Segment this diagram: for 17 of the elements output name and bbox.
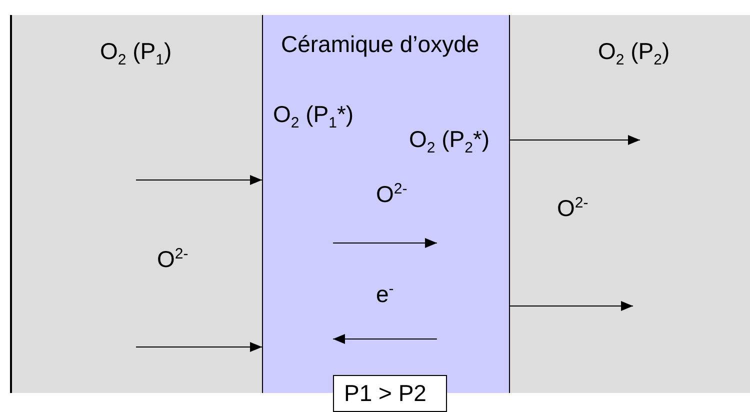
species-label: O$_{2}$ (P$_{1}$*) <box>273 100 354 128</box>
species-label: O$_{2}$ (P$_{2}$) <box>598 37 670 65</box>
flux-arrow <box>510 135 640 145</box>
gas-region <box>510 15 750 393</box>
species-label: O$_{2}$ (P$_{2}$*) <box>409 125 490 153</box>
species-label: O$^{2-}$ <box>376 180 408 208</box>
flux-arrow <box>510 301 634 311</box>
species-label: O$^{2-}$ <box>157 245 188 273</box>
species-label: O$^{2-}$ <box>557 194 588 222</box>
gas-region <box>10 15 262 393</box>
pressure-condition-box <box>333 375 447 412</box>
species-label: e$^{-}$ <box>376 280 394 308</box>
membrane-title: Céramique d’oxyde <box>281 30 480 58</box>
species-label: O$_{2}$ (P$_{1}$) <box>100 37 172 65</box>
condition-label: P1 > P2 <box>344 379 426 407</box>
flux-arrow <box>136 175 262 185</box>
flux-arrow <box>136 342 262 352</box>
